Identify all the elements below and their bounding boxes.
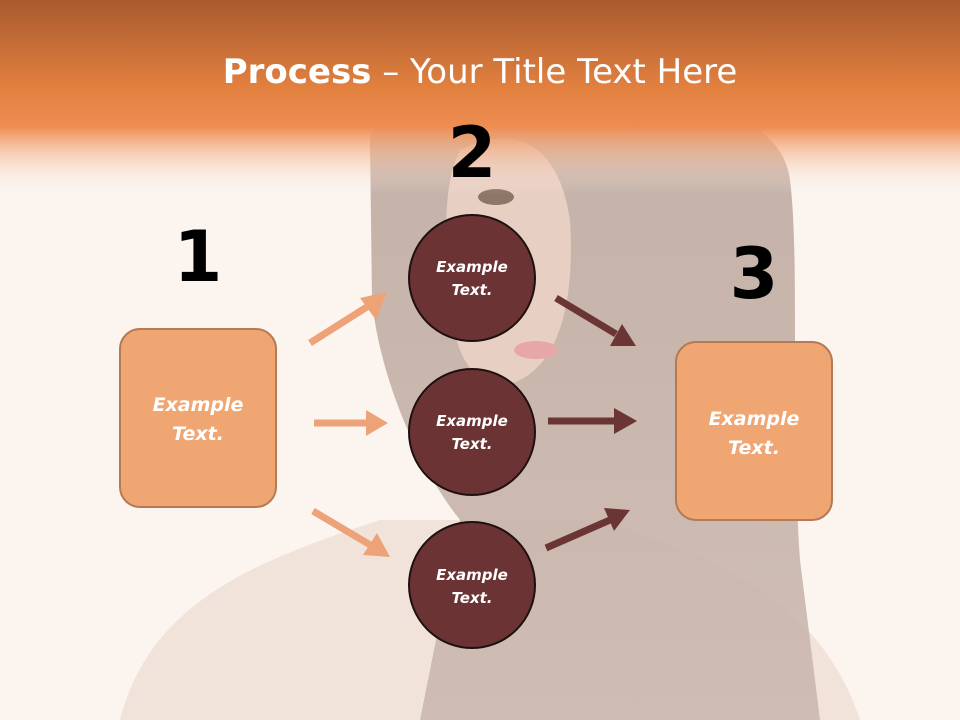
circle-2-label-line1: Example [436,412,508,430]
circle-1-label-line2: Text. [451,281,492,299]
step-number-3: 3 [730,233,779,315]
arrow-from-circle-1 [554,294,636,346]
title-bold: Process [222,52,372,92]
circle-1-label-line1: Example [436,258,508,276]
step-3-label-line2: Text. [728,437,780,459]
step-3-box[interactable]: Example Text. [675,341,833,521]
circle-3-label-line2: Text. [451,589,492,607]
title-rest: – Your Title Text Here [371,52,738,92]
page-title: Process – Your Title Text Here [0,52,960,92]
step-number-1: 1 [174,216,223,298]
circle-node-3[interactable]: Example Text. [408,521,536,649]
step-1-label-line2: Text. [172,423,224,445]
arrow-from-circle-3 [544,508,630,552]
arrow-to-circle-2 [314,410,388,436]
circle-3-label-line1: Example [436,566,508,584]
arrow-from-circle-2 [548,408,637,434]
step-1-label-line1: Example [153,394,244,416]
step-1-box[interactable]: Example Text. [119,328,277,508]
arrow-to-circle-3 [311,507,390,557]
circle-2-label-line2: Text. [451,435,492,453]
circle-node-2[interactable]: Example Text. [408,368,536,496]
step-3-label-line1: Example [709,408,800,430]
circle-node-1[interactable]: Example Text. [408,214,536,342]
arrow-to-circle-1 [308,292,387,346]
step-number-2: 2 [448,112,497,194]
